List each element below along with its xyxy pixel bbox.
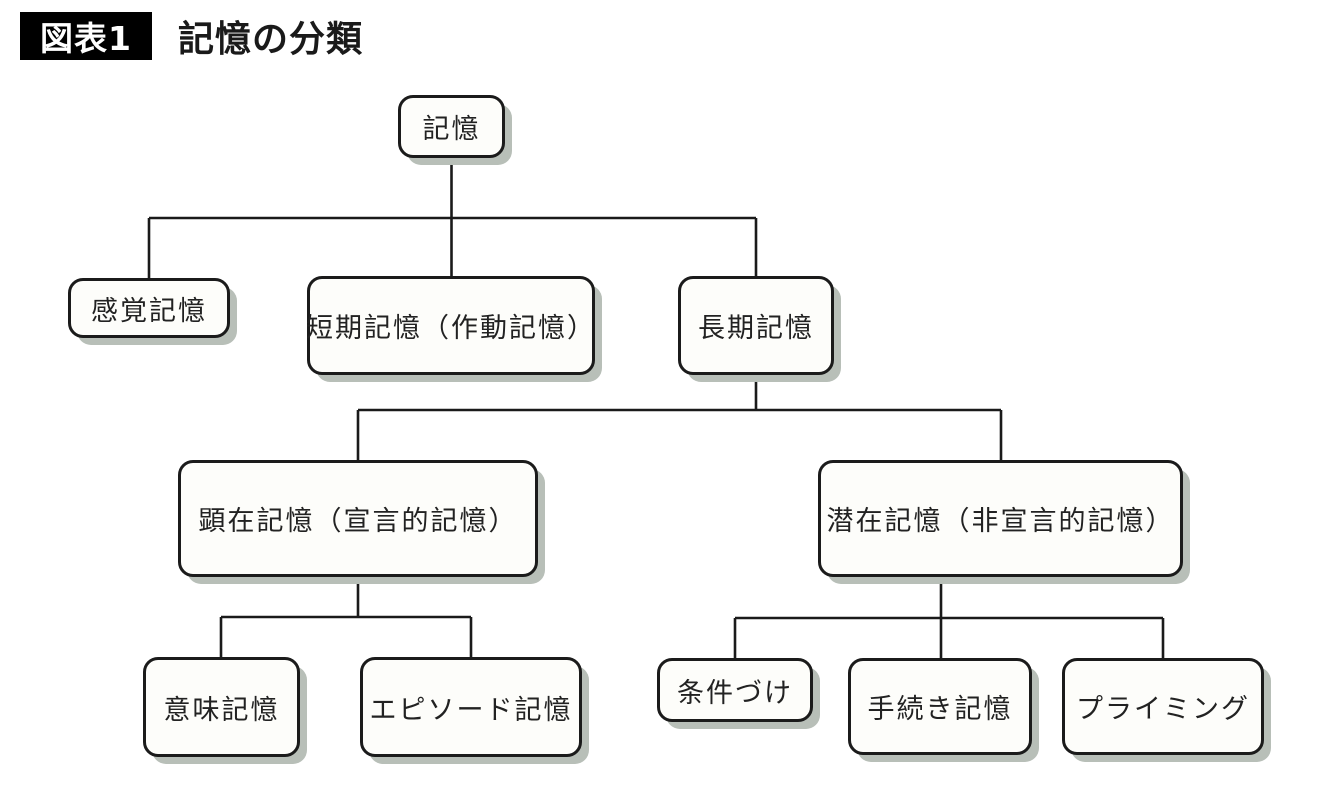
page-title: 記憶の分類 xyxy=(178,19,364,60)
node-priming-label: プライミング xyxy=(1076,694,1250,725)
figure-header: 図表1 記憶の分類 xyxy=(20,10,363,62)
node-long-term-memory-label: 長期記憶 xyxy=(698,313,814,344)
node-short-term-memory: 短期記憶（作動記憶） xyxy=(306,276,596,375)
node-episodic-memory-label: エピソード記憶 xyxy=(369,694,573,726)
node-memory-label: 記憶 xyxy=(422,114,481,145)
node-sensory-memory: 感覚記憶 xyxy=(68,278,230,338)
node-procedural-memory-label: 手続き記憶 xyxy=(867,694,1013,725)
node-explicit-memory: 顕在記憶（宣言的記憶） xyxy=(178,460,538,577)
node-conditioning-label: 条件づけ xyxy=(677,677,793,709)
node-short-term-memory-label: 短期記憶（作動記憶） xyxy=(306,313,596,344)
node-sensory-memory-label: 感覚記憶 xyxy=(91,295,207,327)
figure-number-badge: 図表1 xyxy=(20,12,152,60)
node-long-term-memory: 長期記憶 xyxy=(678,276,834,375)
node-memory: 記憶 xyxy=(398,95,505,158)
node-implicit-memory-label: 潜在記憶（非宣言的記憶） xyxy=(826,506,1175,537)
node-explicit-memory-label: 顕在記憶（宣言的記憶） xyxy=(198,506,518,537)
node-semantic-memory: 意味記憶 xyxy=(143,657,300,757)
node-priming: プライミング xyxy=(1062,658,1264,755)
node-conditioning: 条件づけ xyxy=(657,658,813,722)
node-implicit-memory: 潜在記憶（非宣言的記憶） xyxy=(818,460,1183,577)
node-procedural-memory: 手続き記憶 xyxy=(848,658,1032,755)
node-semantic-memory-label: 意味記憶 xyxy=(163,694,280,726)
node-episodic-memory: エピソード記憶 xyxy=(360,657,582,757)
